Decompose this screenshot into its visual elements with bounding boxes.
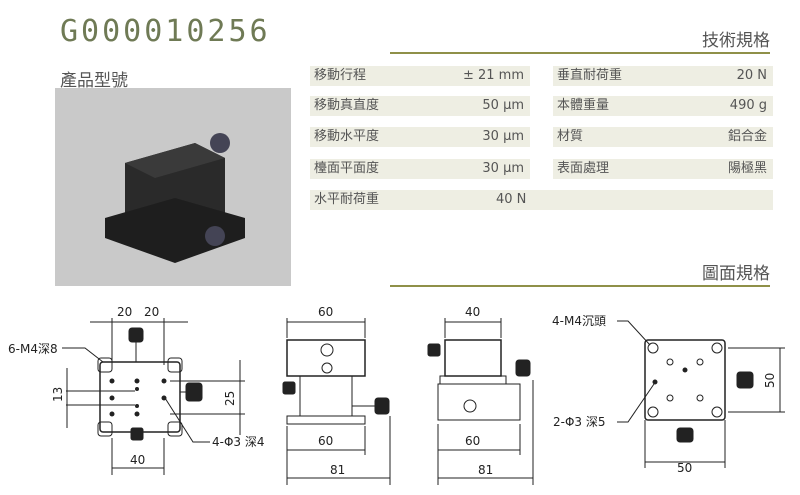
- spec-key: 移動真直度: [314, 98, 380, 113]
- spec-value: 40 N: [496, 192, 527, 207]
- label-countersunk-holes: 4-M4沉頭: [552, 314, 606, 328]
- spec-value: 鋁合金: [727, 129, 767, 144]
- dim-81: 81: [478, 463, 493, 477]
- spec-value: 20 N: [736, 68, 767, 83]
- drawing-divider: [390, 285, 770, 287]
- spec-value: 30 µm: [482, 161, 524, 176]
- front-view: 60 60 81: [282, 305, 391, 485]
- spec-key: 表面處理: [557, 161, 610, 176]
- spec-value: 490 g: [729, 98, 767, 113]
- spec-key: 水平耐荷重: [314, 192, 380, 207]
- spec-row: 移動真直度 50 µm: [310, 96, 530, 116]
- top-view: 20 20 6-M4深8 13 25 4-Φ3 深4 40: [8, 305, 265, 475]
- stage-illustration: [105, 133, 245, 263]
- spec-value: 陽極黑: [727, 161, 767, 176]
- model-number: G000010256: [60, 14, 271, 49]
- dim-60: 60: [465, 434, 480, 448]
- spec-key: 檯面平面度: [314, 161, 380, 176]
- spec-row: 材質 鋁合金: [553, 127, 773, 147]
- dim-40: 40: [465, 305, 480, 319]
- dim-20-right: 20: [144, 305, 159, 319]
- spec-row: 移動水平度 30 µm: [310, 127, 530, 147]
- dim-25: 25: [223, 391, 237, 406]
- spec-row: 移動行程 ± 21 mm: [310, 66, 530, 86]
- label-pin-holes: 2-Φ3 深5: [553, 415, 606, 429]
- dim-50-height: 50: [763, 373, 777, 388]
- dim-13: 13: [51, 387, 65, 402]
- label-pin-holes: 4-Φ3 深4: [212, 435, 265, 449]
- spec-key: 垂直耐荷重: [557, 68, 623, 83]
- dim-60-bottom: 60: [318, 434, 333, 448]
- spec-value: 30 µm: [482, 129, 524, 144]
- spec-row: 表面處理 陽極黑: [553, 159, 773, 179]
- label-tapped-holes: 6-M4深8: [8, 342, 58, 356]
- technical-drawing: 20 20 6-M4深8 13 25 4-Φ3 深4 40 60 60 81 4…: [8, 305, 785, 485]
- spec-divider: [390, 52, 770, 54]
- product-image: [55, 88, 291, 286]
- drawing-title: 圖面規格: [702, 264, 770, 284]
- spec-key: 移動行程: [314, 68, 367, 83]
- spec-value: ± 21 mm: [462, 68, 524, 83]
- dim-81: 81: [330, 463, 345, 477]
- spec-row: 本體重量 490 g: [553, 96, 773, 116]
- spec-key: 本體重量: [557, 98, 610, 113]
- bottom-view: 4-M4沉頭 2-Φ3 深5 50 50: [552, 314, 785, 475]
- spec-key: 材質: [557, 129, 584, 144]
- model-label: 產品型號: [60, 71, 128, 91]
- spec-row: 檯面平面度 30 µm: [310, 159, 530, 179]
- spec-title: 技術規格: [702, 31, 770, 51]
- spec-value: 50 µm: [482, 98, 524, 113]
- spec-key: 移動水平度: [314, 129, 380, 144]
- spec-row: 水平耐荷重 40 N: [310, 190, 773, 210]
- dim-20-left: 20: [117, 305, 132, 319]
- dim-60-top: 60: [318, 305, 333, 319]
- dim-40: 40: [130, 453, 145, 467]
- dim-50-width: 50: [677, 461, 692, 475]
- spec-row: 垂直耐荷重 20 N: [553, 66, 773, 86]
- side-view: 40 60 81: [427, 305, 534, 485]
